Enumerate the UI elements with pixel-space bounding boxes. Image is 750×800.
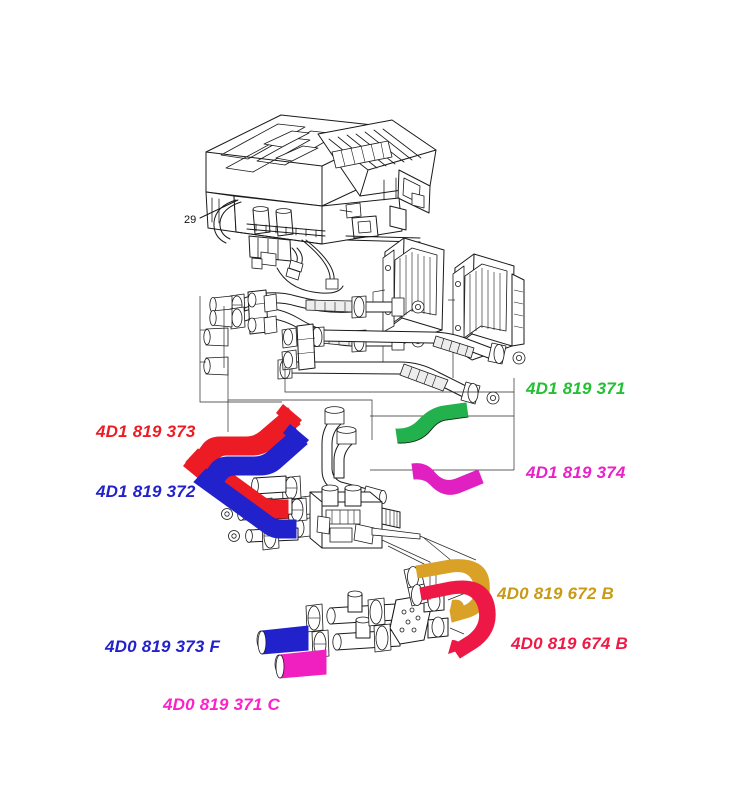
part-label-4D0-819-674-B: 4D0 819 674 B [511,634,628,653]
heater-core-left [382,237,445,345]
part-label-4D1-819-371: 4D1 819 371 [526,379,626,398]
pipe-bracket-mid [281,323,316,371]
hose-4D0-819-672-B [415,559,490,623]
part-label-4D1-819-372: 4D1 819 372 [96,482,196,501]
pipe-end-fittings-left [203,327,229,376]
hose-4D0-819-674-B [419,580,496,659]
intake-manifold-assembly [205,114,437,294]
hose-4D0-819-371-C [275,649,327,679]
hose-4D1-819-371 [395,402,469,444]
distribution-manifold [256,590,449,674]
callout-29: 29 [184,214,197,226]
lower-hose-clamps [403,565,429,607]
heater-core-right [452,253,525,361]
hose-4D1-819-372 [193,424,309,539]
coolant-hose-center-white-2 [333,426,357,479]
part-label-4D1-819-374: 4D1 819 374 [526,463,626,482]
hose-4D1-819-374 [411,463,484,495]
part-label-4D0-819-672-B: 4D0 819 672 B [497,584,614,603]
hose-4D0-819-373-F [257,625,309,655]
group-brackets [199,296,515,471]
part-label-4D1-819-373: 4D1 819 373 [96,422,196,441]
coolant-pipe-upper-1 [209,292,425,319]
coolant-pipe-mid-2 [277,358,500,405]
callout-29-leader [199,199,239,219]
part-label-4D0-819-373-F: 4D0 819 373 F [105,637,221,656]
part-label-4D0-819-371-C: 4D0 819 371 C [163,695,280,714]
hose-clamp [229,306,246,330]
pipe-bracket-upper [247,289,278,335]
